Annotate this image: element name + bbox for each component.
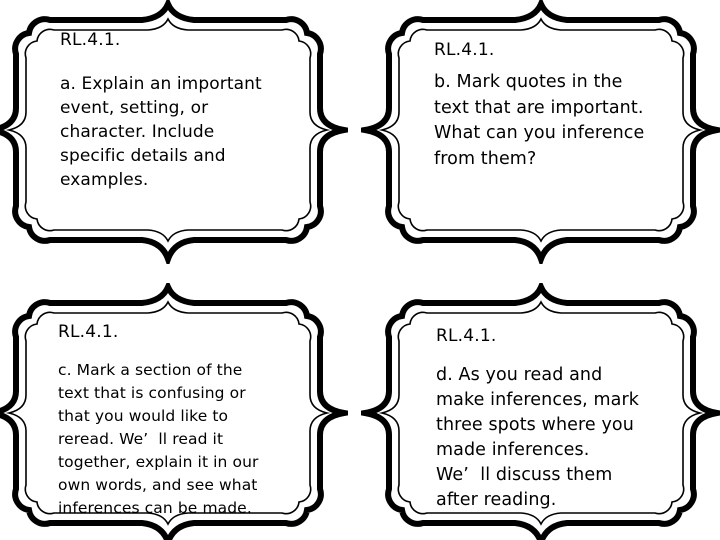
card-c-text: RL.4.1. c. Mark a section of the text th… [58, 323, 258, 520]
card-a-text: RL.4.1. a. Explain an important event, s… [60, 31, 262, 192]
standard-card-d: RL.4.1. d. As you read and make inferenc… [361, 283, 720, 540]
card-d-text: RL.4.1. d. As you read and make inferenc… [436, 327, 639, 513]
standard-card-a: RL.4.1. a. Explain an important event, s… [0, 0, 352, 266]
standard-label: RL.4.1. [434, 40, 495, 60]
standard-label: RL.4.1. [436, 326, 497, 346]
card-body-text: b. Mark quotes in the text that are impo… [434, 72, 645, 169]
card-body-text: c. Mark a section of the text that is co… [58, 361, 259, 517]
card-body-text: a. Explain an important event, setting, … [60, 74, 262, 190]
card-body-text: d. As you read and make inferences, mark… [436, 365, 639, 510]
standard-label: RL.4.1. [60, 30, 121, 50]
standard-label: RL.4.1. [58, 322, 119, 342]
standard-card-c: RL.4.1. c. Mark a section of the text th… [0, 283, 352, 540]
card-b-text: RL.4.1. b. Mark quotes in the text that … [434, 41, 644, 172]
standard-card-b: RL.4.1. b. Mark quotes in the text that … [361, 0, 720, 266]
